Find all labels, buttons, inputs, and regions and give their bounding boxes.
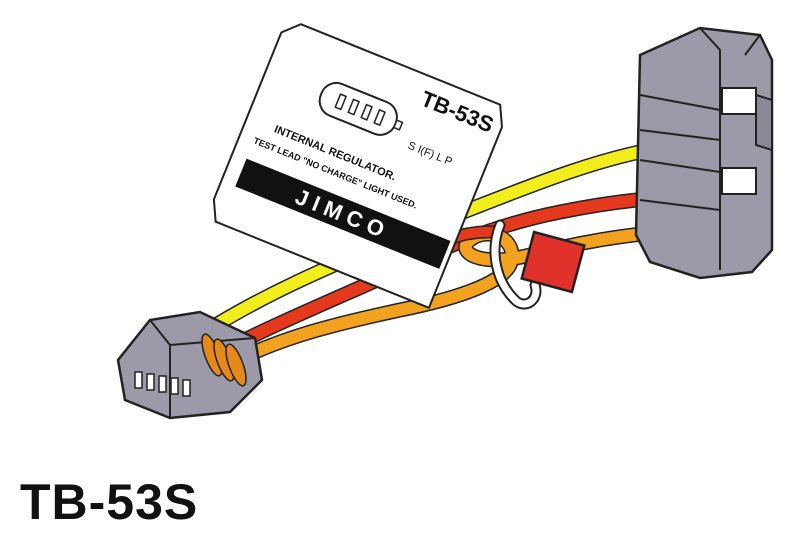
wire-seals bbox=[201, 333, 247, 387]
pin-diagram-icon bbox=[318, 81, 404, 136]
regulator-plug bbox=[116, 310, 264, 420]
alternator-connector bbox=[634, 26, 774, 280]
test-lead-tip bbox=[520, 230, 586, 294]
label-tag: TB-53S S I(F) L P INTERNAL REGULATOR. TE… bbox=[212, 23, 503, 310]
test-lead bbox=[489, 219, 586, 310]
plug-pins bbox=[134, 371, 191, 397]
brand-band bbox=[235, 158, 451, 269]
wires bbox=[177, 140, 668, 380]
part-number-caption: TB-53S bbox=[20, 474, 199, 530]
